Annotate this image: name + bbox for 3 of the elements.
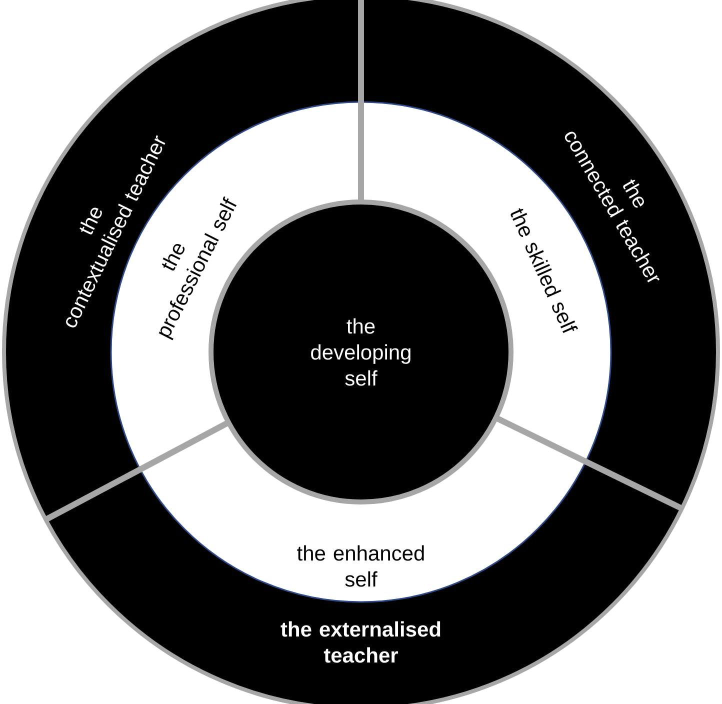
ring-label: the externalised teacher xyxy=(280,621,440,663)
circle-label: the developing self xyxy=(311,318,410,386)
ring-label: the enhanced self xyxy=(297,545,424,587)
